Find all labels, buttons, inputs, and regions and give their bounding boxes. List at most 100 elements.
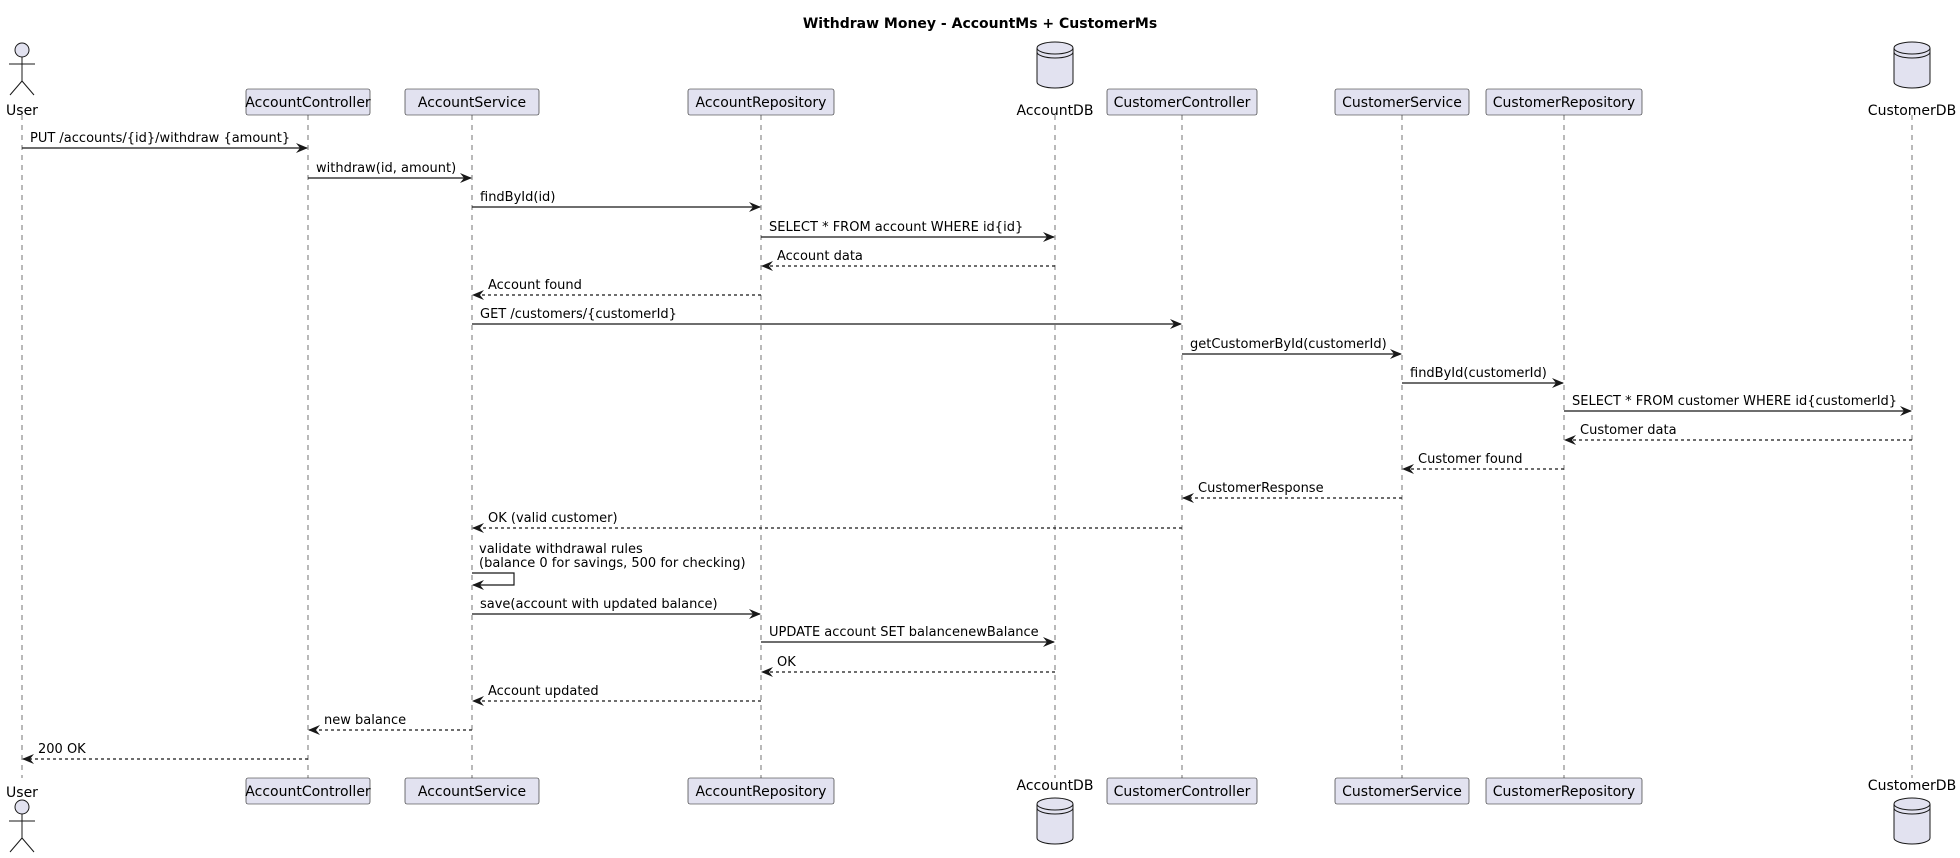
actor-user-bottom: User: [6, 785, 38, 853]
participant-customer-controller-bottom: CustomerController: [1106, 777, 1258, 805]
participant-account-controller-bottom: AccountController: [245, 777, 371, 805]
participant-box: [1334, 88, 1470, 116]
participant-box: [687, 777, 835, 805]
participant-box: [687, 88, 835, 116]
message-11: Customer data: [1564, 423, 1912, 445]
participant-account-repository-bottom: AccountRepository: [687, 777, 835, 805]
participant-label: AccountController: [245, 784, 371, 800]
message-7: GET /customers/{customerId}: [472, 307, 1182, 329]
participant-box: [1106, 777, 1258, 805]
participant-label: CustomerController: [1114, 95, 1251, 111]
message-8: getCustomerById(customerId): [1182, 337, 1402, 359]
participant-customer-service-top: CustomerService: [1334, 88, 1470, 116]
database-label: CustomerDB: [1868, 778, 1956, 794]
message-label: UPDATE account SET balancenewBalance: [769, 625, 1039, 640]
database-account-db-bottom: AccountDB: [1017, 778, 1094, 845]
participant-customer-repository-top: CustomerRepository: [1485, 88, 1643, 116]
database-icon: [1036, 797, 1074, 845]
participant-account-service-top: AccountService: [404, 88, 540, 116]
message-17: UPDATE account SET balancenewBalance: [761, 625, 1055, 647]
message-9: findById(customerId): [1402, 366, 1564, 388]
message-label: OK (valid customer): [488, 511, 618, 526]
message-13: CustomerResponse: [1182, 481, 1402, 503]
message-label: 200 OK: [38, 742, 86, 757]
message-label: OK: [777, 655, 796, 670]
messages-layer: PUT /accounts/{id}/withdraw {amount} with…: [22, 131, 1912, 764]
participant-label: AccountRepository: [696, 784, 827, 800]
message-19: Account updated: [472, 684, 761, 706]
database-icon: [1893, 41, 1931, 89]
message-12: Customer found: [1402, 452, 1564, 474]
message-20: new balance: [308, 713, 472, 735]
message-5: Account data: [761, 249, 1055, 271]
message-arrow: [472, 572, 515, 590]
message-2: withdraw(id, amount): [308, 161, 472, 183]
database-customer-db-top: CustomerDB: [1868, 41, 1956, 119]
participant-label: CustomerRepository: [1493, 784, 1635, 800]
message-label: getCustomerById(customerId): [1190, 337, 1387, 352]
actor-label: User: [6, 785, 38, 801]
message-label: CustomerResponse: [1198, 481, 1324, 496]
message-21: 200 OK: [22, 742, 308, 764]
message-4: SELECT * FROM account WHERE id{id}: [761, 220, 1055, 242]
participant-customer-repository-bottom: CustomerRepository: [1485, 777, 1643, 805]
participant-account-service-bottom: AccountService: [404, 777, 540, 805]
message-14: OK (valid customer): [472, 511, 1182, 533]
message-18: OK: [761, 655, 1055, 677]
message-label: Customer data: [1580, 423, 1677, 438]
message-3: findById(id): [472, 190, 761, 212]
participant-label: CustomerRepository: [1493, 95, 1635, 111]
message-15: validate withdrawal rules(balance 0 for …: [472, 542, 746, 590]
message-label: save(account with updated balance): [480, 597, 718, 612]
database-customer-db-bottom: CustomerDB: [1868, 778, 1956, 845]
message-label: SELECT * FROM account WHERE id{id}: [769, 220, 1023, 235]
message-label: findById(customerId): [1410, 366, 1547, 381]
participant-label: AccountController: [245, 95, 371, 111]
diagram-title: Withdraw Money - AccountMs + CustomerMs: [803, 16, 1157, 32]
participant-customer-controller-top: CustomerController: [1106, 88, 1258, 116]
participant-label: CustomerController: [1114, 784, 1251, 800]
actor-icon: [9, 42, 35, 96]
participant-box: [404, 777, 540, 805]
participants-bottom-row: User AccountController AccountService Accou…: [6, 777, 1956, 853]
participant-label: CustomerService: [1342, 784, 1462, 800]
message-16: save(account with updated balance): [472, 597, 761, 619]
actor-user-top: User: [6, 42, 38, 119]
participant-label: AccountService: [418, 784, 526, 800]
database-icon: [1893, 797, 1931, 845]
participant-label: CustomerService: [1342, 95, 1462, 111]
message-label: new balance: [324, 713, 406, 728]
participant-box: [245, 777, 371, 805]
message-label: findById(id): [480, 190, 555, 205]
participant-box: [1485, 88, 1643, 116]
message-label: Account found: [488, 278, 582, 293]
participant-account-repository-top: AccountRepository: [687, 88, 835, 116]
database-label: CustomerDB: [1868, 103, 1956, 119]
lifelines-layer: [21, 115, 1913, 778]
message-label: Account data: [777, 249, 863, 264]
message-label: GET /customers/{customerId}: [480, 307, 677, 322]
message-label: withdraw(id, amount): [316, 161, 456, 176]
participant-box: [1334, 777, 1470, 805]
message-1: PUT /accounts/{id}/withdraw {amount}: [22, 131, 308, 153]
participant-label: AccountService: [418, 95, 526, 111]
message-6: Account found: [472, 278, 761, 300]
message-label: (balance 0 for savings, 500 for checking…: [479, 556, 746, 571]
participant-label: AccountRepository: [696, 95, 827, 111]
participant-customer-service-bottom: CustomerService: [1334, 777, 1470, 805]
message-label: SELECT * FROM customer WHERE id{customer…: [1572, 394, 1897, 409]
message-label: Customer found: [1418, 452, 1523, 467]
actor-label: User: [6, 103, 38, 119]
actor-icon: [9, 799, 35, 853]
message-10: SELECT * FROM customer WHERE id{customer…: [1564, 394, 1912, 416]
database-label: AccountDB: [1017, 103, 1094, 119]
participant-account-controller-top: AccountController: [245, 88, 371, 116]
participant-box: [404, 88, 540, 116]
message-label: PUT /accounts/{id}/withdraw {amount}: [30, 131, 290, 146]
message-label: Account updated: [488, 684, 599, 699]
message-label: validate withdrawal rules: [479, 542, 643, 557]
database-label: AccountDB: [1017, 778, 1094, 794]
participant-box: [1106, 88, 1258, 116]
